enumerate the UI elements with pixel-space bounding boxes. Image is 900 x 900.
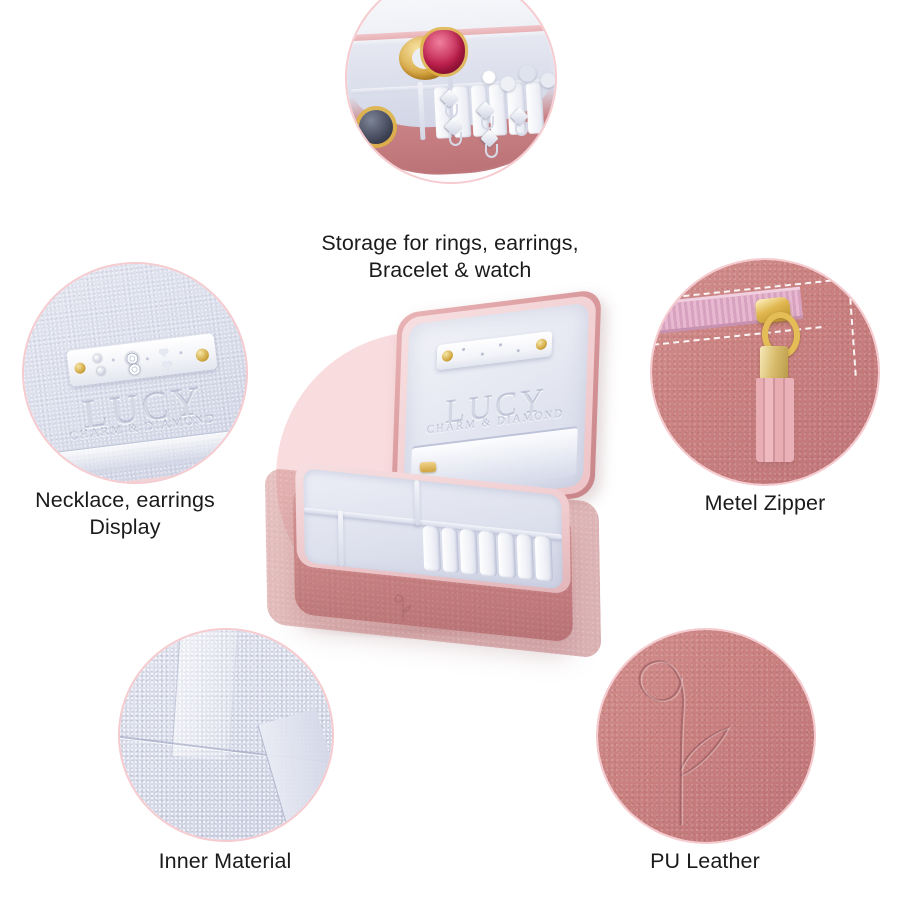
feature-zipper-caption: Metel Zipper	[704, 491, 826, 515]
ring-slot	[422, 525, 441, 572]
embossed-flower-graphic	[638, 660, 731, 826]
ring-slot	[440, 526, 460, 574]
pu-leather-texture	[598, 630, 814, 842]
feature-storage-caption: Storage for rings, earrings, Bracelet & …	[321, 231, 579, 282]
velvet-lining-icon	[120, 630, 332, 840]
strap-hole-icon	[462, 348, 466, 352]
earring-stud-icon	[96, 366, 106, 376]
ring-slot	[497, 531, 516, 579]
zipper-pull-icon	[652, 260, 878, 484]
feature-pu-leather-circle	[596, 628, 816, 844]
feature-display-circle: LUCY CHARM & DIAMOND	[22, 262, 248, 484]
leather-tassel-icon	[756, 378, 794, 462]
tray-divider-vertical	[414, 480, 420, 526]
earring-flower-icon	[128, 363, 141, 376]
hero-product-image: LUCY CHARM & DIAMOND	[264, 288, 602, 659]
wristwatch-icon	[359, 110, 393, 144]
embossed-rose-logo-icon	[598, 630, 814, 842]
strap-hole-icon	[145, 357, 150, 361]
earring-heart-icon	[159, 348, 169, 358]
ruby-gemstone-icon	[423, 30, 465, 74]
strap-hole-icon	[111, 358, 115, 362]
ring-slot	[478, 530, 497, 577]
strap-hole-icon	[480, 352, 484, 356]
front-embossed-rose-icon	[394, 594, 412, 622]
earring-display-strap	[436, 330, 553, 371]
strap-snap-left-icon	[73, 361, 87, 375]
tray-divider-lower	[337, 509, 344, 567]
open-jewelry-box: LUCY CHARM & DIAMOND	[264, 288, 602, 659]
feature-pu-leather-caption: PU Leather	[650, 849, 760, 873]
ring-slot	[515, 533, 535, 581]
strap-hole-icon	[498, 343, 503, 347]
earring-heart-icon	[162, 360, 172, 370]
ring-slot	[534, 535, 553, 582]
earring-strap-icon: LUCY CHARM & DIAMOND	[24, 264, 246, 482]
box-base	[264, 461, 602, 659]
feature-display-caption: Necklace, earrings Display	[35, 488, 215, 539]
strap-snap-right-icon	[535, 338, 548, 351]
feature-storage-circle	[345, 0, 557, 184]
ring-slot	[459, 528, 478, 576]
strap-hole-icon	[179, 351, 183, 355]
pearl-jewelry-icon	[478, 59, 555, 99]
filled-jewelry-box-icon	[347, 0, 555, 182]
tassel-cap-icon	[760, 346, 788, 380]
strap-snap-left-icon	[441, 350, 453, 363]
strap-hole-icon	[517, 348, 521, 353]
feature-inner-material-caption: Inner Material	[158, 849, 292, 873]
feature-inner-material-circle	[118, 628, 334, 842]
strap-snap-right-icon	[195, 347, 210, 363]
earring-stud-icon	[93, 353, 102, 363]
feature-zipper-circle	[650, 258, 880, 486]
lining-seam-vertical	[171, 630, 239, 760]
